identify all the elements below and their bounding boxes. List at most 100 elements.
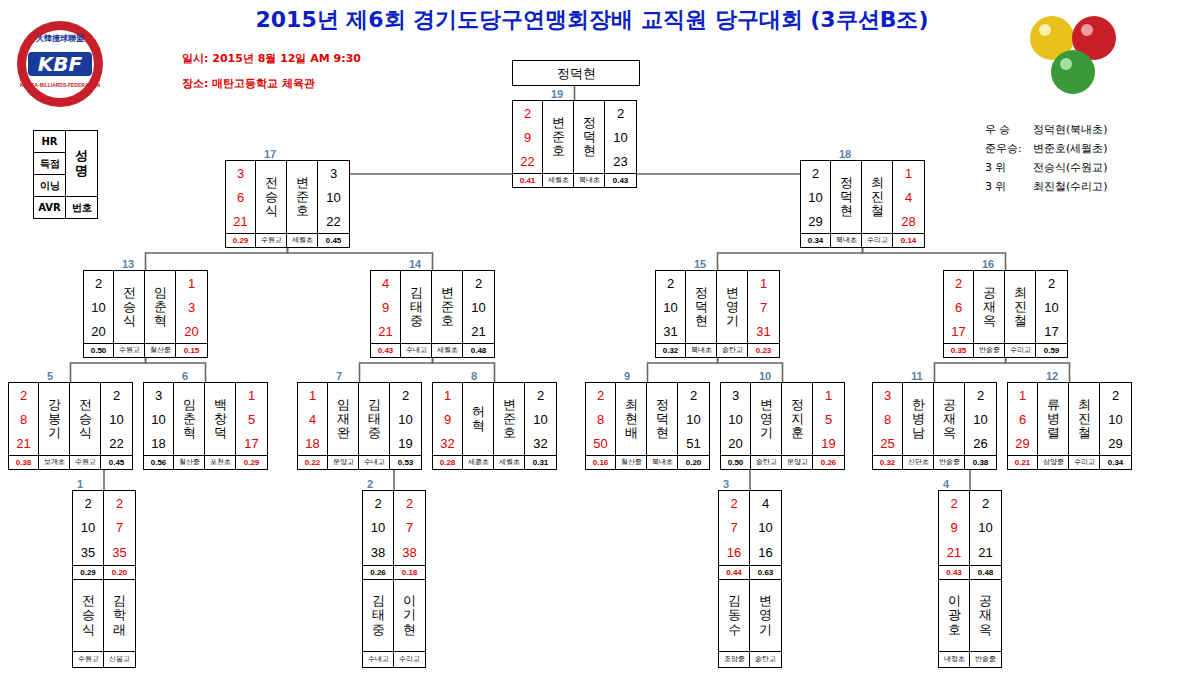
high-run: 1 — [760, 277, 767, 290]
school-cell: 조암중 — [719, 652, 750, 668]
school-name: 보개초 — [44, 459, 65, 466]
innings: 29 — [1015, 437, 1029, 450]
school-name: 조암중 — [724, 656, 745, 663]
average: 0.63 — [758, 569, 774, 577]
school-name: 신단초 — [908, 459, 929, 466]
high-run: 2 — [955, 277, 962, 290]
points: 10 — [151, 413, 165, 426]
innings: 31 — [756, 325, 770, 338]
high-run: 1 — [905, 167, 912, 180]
bracket-line — [935, 358, 1006, 382]
name-cell: 변준호 — [494, 383, 525, 456]
match-box: 13210200.50전승식수원교13200.15임춘혁철산중 — [83, 270, 208, 358]
average-cell: 0.45 — [318, 234, 350, 248]
high-run: 1 — [444, 389, 451, 402]
label: 전승식(수원교) — [1033, 161, 1108, 175]
school-cell: 세월초 — [432, 344, 463, 358]
name-cell: 류병렬 — [1038, 383, 1069, 456]
label: KBF — [38, 53, 82, 75]
name-cell: 정덕현 — [686, 271, 717, 344]
school-name: 송탄고 — [722, 347, 743, 354]
innings: 23 — [613, 155, 627, 168]
player-name: 백창덕 — [214, 398, 227, 441]
average-cell: 0.29 — [236, 456, 268, 470]
average: 0.20 — [686, 459, 702, 467]
label: 최진철(수리고) — [1033, 180, 1108, 194]
innings: 21 — [978, 546, 992, 559]
average-cell: 0.15 — [176, 344, 208, 358]
bracket-line — [969, 470, 971, 490]
player-name: 임춘혁 — [154, 286, 167, 329]
bracket-line — [146, 248, 288, 270]
score-cell: 31018 — [144, 383, 174, 456]
points: 10 — [663, 301, 677, 314]
match-number: 1 — [77, 478, 83, 490]
innings: 20 — [91, 325, 105, 338]
school-name: 세월초 — [548, 177, 569, 184]
innings: 31 — [663, 325, 677, 338]
score-cell: 2821 — [9, 383, 39, 456]
match-box: 2210380.26김태중수내고27380.18이기현수리고 — [362, 490, 426, 668]
points: 9 — [524, 131, 531, 144]
high-run: 2 — [617, 107, 624, 120]
score-cell: 21032 — [525, 383, 557, 456]
average: 0.28 — [440, 459, 456, 467]
player-name: 정지훈 — [791, 398, 804, 441]
average: 0.18 — [402, 569, 418, 577]
average: 0.14 — [901, 237, 917, 245]
innings: 21 — [947, 546, 961, 559]
school-cell: 수원교 — [73, 652, 104, 668]
match-number: 9 — [624, 370, 630, 382]
average: 0.29 — [80, 569, 96, 577]
bracket-line — [433, 358, 495, 382]
bracket-line — [350, 173, 512, 175]
average-cell: 0.48 — [970, 566, 1002, 580]
points: 10 — [471, 301, 485, 314]
average-cell: 0.22 — [298, 456, 328, 470]
bracket-line — [749, 470, 751, 490]
school-cell: 세월초 — [287, 234, 318, 248]
name-cell: 김태중 — [359, 383, 390, 456]
average: 0.41 — [520, 177, 536, 185]
title: 2015년 제6회 경기도당구연맹회장배 교직원 당구대회 (3쿠션B조) — [0, 6, 1184, 34]
player-name: 전승식 — [265, 176, 278, 219]
school-name: 철산중 — [150, 347, 171, 354]
score-cell: 21029 — [801, 161, 831, 234]
legend-text: 득점 — [40, 158, 60, 169]
points: 10 — [81, 521, 95, 534]
school-name: 송탄고 — [756, 459, 777, 466]
school-name: 수리고 — [1010, 347, 1031, 354]
innings: 50 — [593, 437, 607, 450]
average-cell: 0.34 — [801, 234, 831, 248]
points: 10 — [371, 521, 385, 534]
average: 0.43 — [613, 177, 629, 185]
high-run: 2 — [537, 389, 544, 402]
score-cell: 3825 — [873, 383, 903, 456]
winner-cell: 정덕현 — [513, 61, 640, 86]
average: 0.34 — [808, 237, 824, 245]
high-run: 2 — [95, 277, 102, 290]
school-cell: 송탄고 — [751, 456, 782, 470]
innings: 25 — [880, 437, 894, 450]
score-cell: 21031 — [656, 271, 686, 344]
school-name: 포천초 — [210, 459, 231, 466]
match-number: 10 — [759, 370, 771, 382]
player-name: 최진철 — [871, 176, 884, 219]
bracket-line — [360, 358, 433, 382]
player-name: 변준호 — [552, 116, 565, 159]
player-name: 변준호 — [441, 286, 454, 329]
high-run: 1 — [309, 389, 316, 402]
name-cell: 김태중 — [363, 580, 394, 652]
innings: 29 — [1108, 437, 1122, 450]
player-name: 이기현 — [403, 594, 416, 637]
score-cell: 21026 — [965, 383, 997, 456]
score-cell: 2850 — [586, 383, 616, 456]
player-name: 공재옥 — [983, 286, 996, 329]
name-cell: 정지훈 — [782, 383, 813, 456]
legend-text: 성명 — [75, 149, 88, 178]
innings: 22 — [326, 215, 340, 228]
school-cell: 철산중 — [616, 456, 647, 470]
score-cell: 2738 — [394, 491, 426, 566]
average-cell: 0.43 — [371, 344, 401, 358]
average-cell: 0.16 — [586, 456, 616, 470]
